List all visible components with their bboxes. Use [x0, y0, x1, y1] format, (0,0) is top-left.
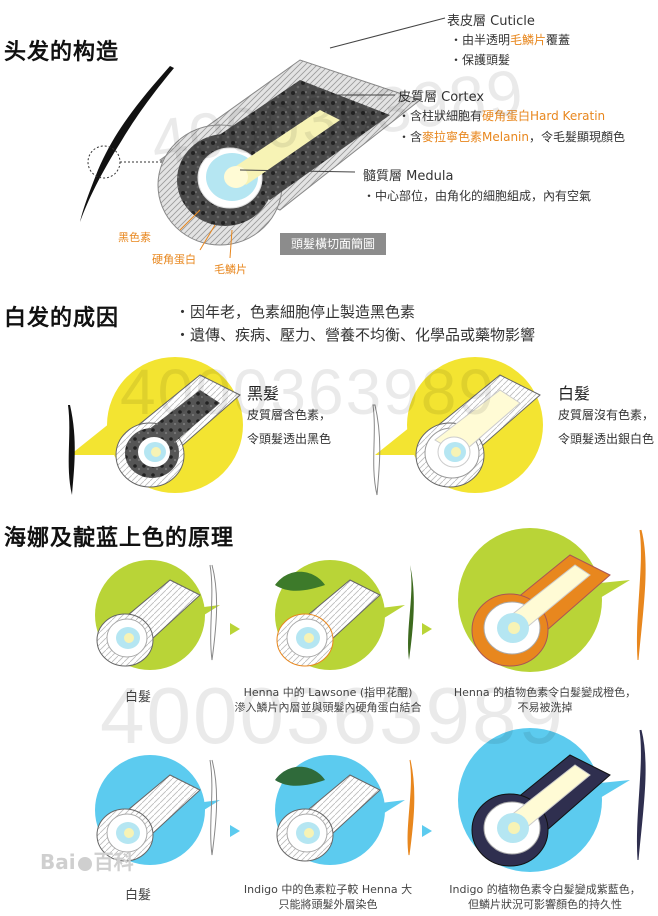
cuticle-bullet-2: ・保護頭髮 — [450, 53, 511, 67]
magnifier-circle — [87, 145, 166, 179]
label-pointer-lines — [179, 17, 446, 259]
label-keratin: 硬角蛋白 — [152, 253, 196, 266]
indigo-step-1-diagram — [95, 755, 220, 865]
medulla-bullet-1: ・中心部位，由角化的細胞組成，內有空氣 — [363, 189, 592, 203]
cortex-bullet-2: ・含麥拉寧色素Melanin，令毛髮顯現顏色 — [398, 130, 626, 144]
arrow-right-icon — [422, 825, 432, 837]
section3-title: 海娜及靛蓝上色的原理 — [4, 526, 235, 551]
section2-title: 白发的成因 — [4, 306, 120, 331]
indigo-caption-1: 白髮 — [125, 888, 152, 903]
black-hair-desc-2: 令頭髮透出黑色 — [247, 432, 332, 446]
cuticle-label: 表皮層 Cuticle — [447, 14, 535, 29]
henna-step-3-diagram — [458, 528, 646, 672]
henna-caption-2: Henna 中的 Lawsone (指甲花醌)滲入鱗片內層並與頭髮內硬角蛋白結合 — [234, 686, 422, 714]
arrow-right-icon — [230, 825, 240, 837]
henna-step-1-diagram — [95, 560, 220, 670]
black-hair-desc-1: 皮質層含色素， — [247, 408, 332, 422]
indigo-caption-2: Indigo 中的色素粒子較 Henna 大只能將頭髮外層染色 — [243, 883, 413, 911]
cortex-bullet-1: ・含柱狀細胞有硬角蛋白Hard Keratin — [398, 109, 606, 123]
arrow-right-icon — [422, 623, 432, 635]
label-scale: 毛鱗片 — [214, 263, 247, 276]
section1-title: 头发的构造 — [4, 40, 120, 65]
black-hair-diagram — [68, 357, 243, 495]
cross-section-caption: 頭髮橫切面簡圖 — [280, 233, 386, 255]
indigo-caption-3: Indigo 的植物色素令白髮變成紫藍色，但鱗片狀況可影響顏色的持久性 — [449, 883, 641, 911]
label-pigment: 黑色素 — [118, 231, 151, 244]
indigo-step-2-diagram — [275, 755, 415, 865]
paw-icon — [77, 856, 92, 871]
white-hair-desc-2: 令頭髮透出銀白色 — [558, 432, 655, 446]
henna-caption-1: 白髮 — [125, 690, 152, 705]
medulla-label: 髓質層 Medula — [363, 169, 454, 184]
white-hair-diagram — [372, 357, 543, 496]
henna-caption-3: Henna 的植物色素令白髮變成橙色，不易被洗掉 — [453, 686, 637, 714]
cuticle-bullet-1: ・由半透明毛鱗片覆蓋 — [450, 33, 571, 47]
henna-step-2-diagram — [275, 560, 414, 670]
indigo-step-3-diagram — [458, 728, 646, 872]
black-hair-title: 黑髮 — [247, 384, 280, 403]
reason-1: ・因年老，色素細胞停止製造黑色素 — [175, 303, 416, 321]
cortex-label: 皮質層 Cortex — [398, 90, 485, 105]
arrow-right-icon — [230, 623, 240, 635]
white-hair-title: 白髮 — [558, 384, 591, 403]
reason-2: ・遺傳、疾病、壓力、營養不均衡、化學品或藥物影響 — [175, 326, 536, 344]
white-hair-desc-1: 皮質層沒有色素， — [558, 408, 655, 422]
